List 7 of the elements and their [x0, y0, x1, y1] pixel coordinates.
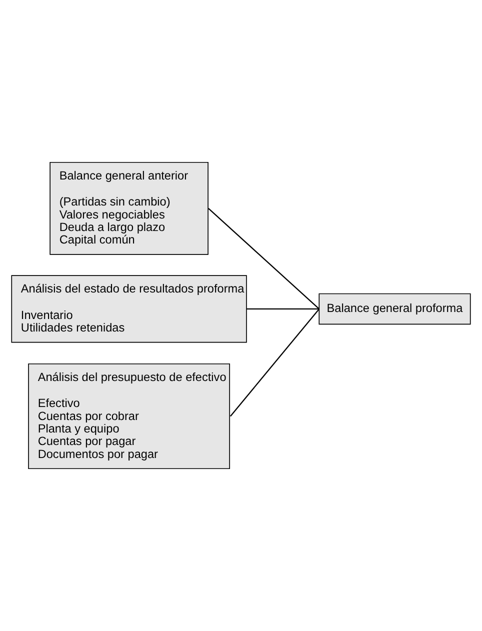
connector [208, 208, 320, 310]
node-box: Análisis del estado de resultados proforma Inventario Utilidades retenidas [11, 275, 247, 343]
node-box: Balance general proforma [318, 293, 471, 325]
node-box: Análisis del presupuesto de efectivo Efectivo Cuentas por cobrar Planta y equipo Cuentas por pagar Documentos por pagar [28, 363, 230, 470]
node-box: Balance general anterior (Partidas sin cambio) Valores negociables Deuda a largo plazo Capital común [50, 162, 208, 255]
connector [246, 308, 320, 310]
connector [230, 308, 320, 417]
